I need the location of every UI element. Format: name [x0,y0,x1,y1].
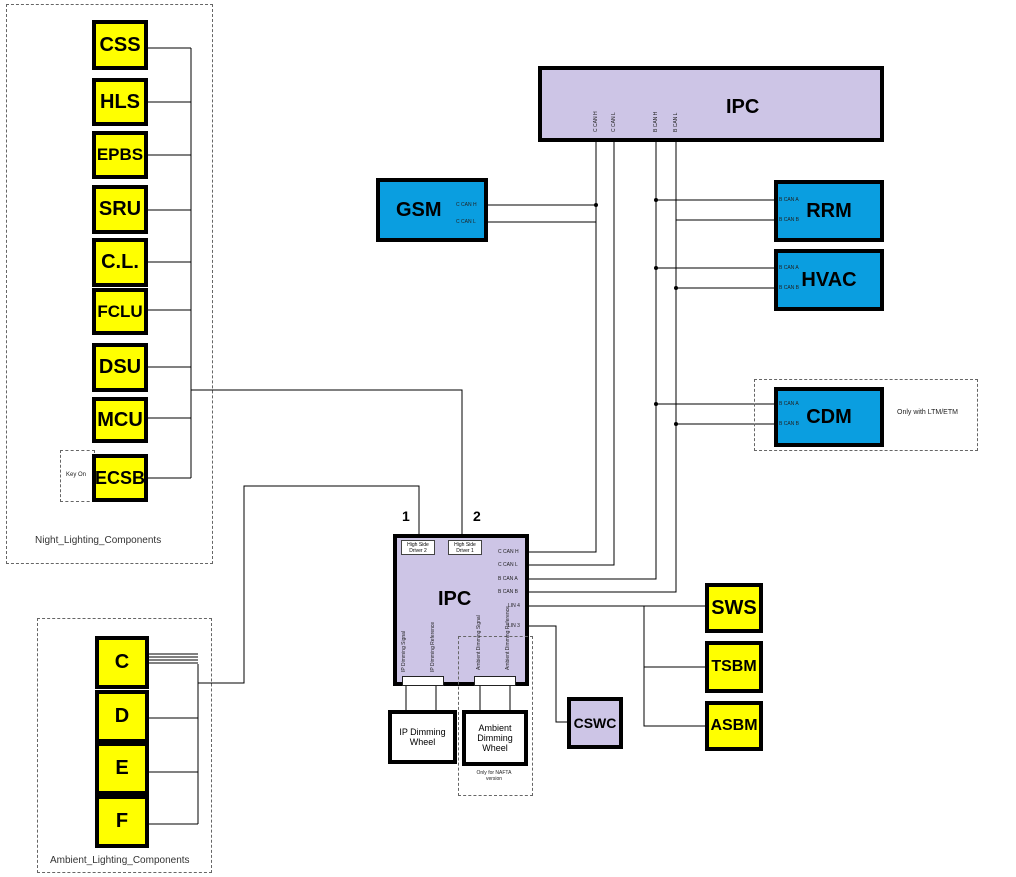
module-f[interactable]: F [95,795,149,848]
main-ipc-pin: C CAN L [498,562,518,568]
hvac-pin: B CAN A [779,265,799,271]
module-ecsb[interactable]: ECSB [92,454,148,502]
main-ipc-pin: B CAN A [498,576,518,582]
module-hls[interactable]: HLS [92,78,148,126]
top-ipc-pin: C CAN H [593,111,599,132]
driver-number-1: 1 [402,508,410,524]
module-css[interactable]: CSS [92,20,148,70]
key-on-label: Key On [66,472,87,478]
wire-ccan-l [528,140,615,566]
driver-number-2: 2 [473,508,481,524]
high-side-driver-2: High Side Driver 2 [401,540,435,555]
ambient-dimming-connector [474,676,516,686]
hvac-module[interactable]: HVAC [774,249,884,311]
main-ipc-label: IPC [438,588,472,610]
main-ipc-pin: LIN 3 [508,623,520,629]
cdm-pin: B CAN B [779,421,800,427]
rrm-module[interactable]: RRM [774,180,884,242]
gsm-label: GSM [396,198,442,221]
cswc-module[interactable]: CSWC [567,697,623,749]
top-ipc-pin: B CAN H [653,111,659,132]
hvac-label: HVAC [801,268,857,291]
module-fclu[interactable]: FCLU [92,288,148,335]
ambient-dimming-option-box [458,636,533,796]
junction [654,198,658,202]
junction [674,286,678,290]
top-ipc-label: IPC [726,96,760,118]
ambient-dimming-note: Only for NAFTA version [476,770,512,782]
module-c[interactable]: C [95,636,149,689]
gsm-pin: C CAN L [456,219,476,225]
module-epbs[interactable]: EPBS [92,131,148,179]
module-tsbm[interactable]: TSBM [705,641,763,693]
junction [594,203,598,207]
cdm-module[interactable]: CDM [774,387,884,447]
wire-lin4-drop [643,606,705,727]
rrm-pin: B CAN A [779,197,799,203]
top-ipc-module[interactable]: IPC [538,66,884,142]
main-ipc-dim-pin: IP Dimming Reference [430,621,436,672]
wire-ambient-to-driver2 [198,485,420,684]
ambient-dimming-wheel[interactable]: Ambient Dimming Wheel [462,710,528,766]
rrm-label: RRM [806,199,852,222]
module-cl[interactable]: C.L. [92,238,148,287]
top-ipc-pin: C CAN L [611,112,617,132]
gsm-module[interactable]: GSM [376,178,488,242]
main-ipc-pin: B CAN B [498,589,519,595]
wire-lin3 [528,625,567,723]
wire-bcan-a [528,140,657,580]
cdm-label: CDM [806,405,852,428]
wire-ccan-h [528,140,597,553]
ambient-lighting-group [37,618,212,873]
ambient-lighting-group-label: Ambient_Lighting_Components [50,855,190,866]
cdm-pin: B CAN A [779,401,799,407]
main-ipc-amb-pin: Ambient Dimming Reference [505,606,511,670]
module-d[interactable]: D [95,690,149,743]
main-ipc-dim-pin: IP Dimming Signal [401,630,407,672]
module-e[interactable]: E [95,742,149,795]
cdm-note: Only with LTM/ETM [897,409,958,416]
main-ipc-module[interactable]: IPC [393,534,529,686]
module-asbm[interactable]: ASBM [705,701,763,751]
main-ipc-pin: LIN 4 [508,603,520,609]
hvac-pin: B CAN B [779,285,800,291]
junction [654,266,658,270]
main-ipc-pin: C CAN H [498,549,519,555]
wire-night-to-driver1 [191,389,463,540]
module-sru[interactable]: SRU [92,185,148,234]
night-lighting-group-label: Night_Lighting_Components [35,535,162,546]
ip-dimming-connector [402,676,444,686]
module-dsu[interactable]: DSU [92,343,148,392]
wire-bcan-b [528,140,677,593]
top-ipc-pin: B CAN L [673,112,679,132]
module-sws[interactable]: SWS [705,583,763,633]
gsm-pin: C CAN H [456,202,477,208]
ip-dimming-wheel[interactable]: IP Dimming Wheel [388,710,457,764]
cdm-option-box [754,379,978,451]
high-side-driver-1: High Side Driver 1 [448,540,482,555]
rrm-pin: B CAN B [779,217,800,223]
junction [654,402,658,406]
night-lighting-group [6,4,213,564]
junction [674,422,678,426]
main-ipc-amb-pin: Ambient Dimming Signal [476,615,482,670]
module-mcu[interactable]: MCU [92,397,148,443]
